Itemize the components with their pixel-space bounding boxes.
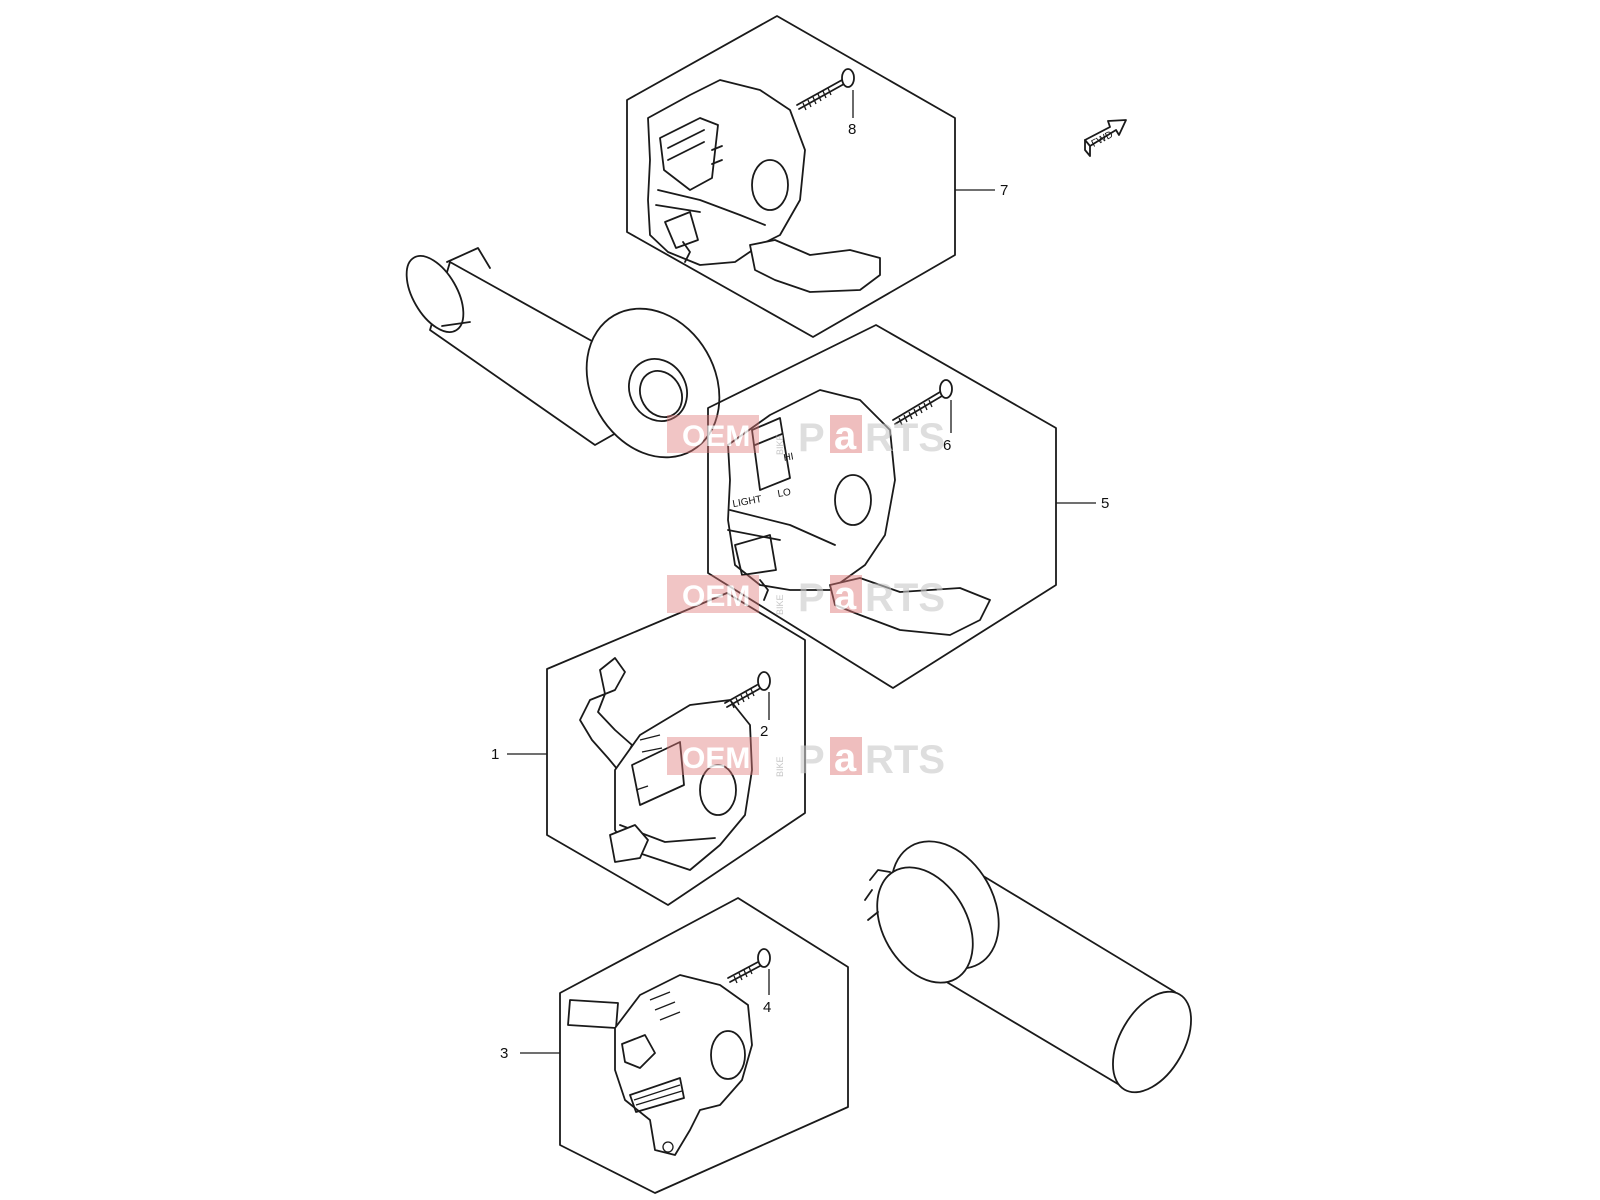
switch-text-lo: LO bbox=[777, 487, 792, 500]
svg-text:RTS: RTS bbox=[865, 576, 945, 620]
callout-8: 8 bbox=[848, 121, 856, 138]
fwd-arrow-icon: FWD bbox=[1084, 119, 1127, 157]
hexagon-7 bbox=[626, 15, 956, 338]
svg-text:P: P bbox=[798, 416, 825, 460]
screw-2[interactable] bbox=[724, 671, 771, 720]
switch-housing-5[interactable]: HI LO LIGHT bbox=[727, 389, 991, 636]
svg-text:a: a bbox=[834, 574, 857, 618]
svg-text:P: P bbox=[798, 576, 825, 620]
callout-1: 1 bbox=[491, 746, 499, 763]
switch-housing-7[interactable] bbox=[647, 79, 881, 293]
screw-8[interactable] bbox=[796, 68, 855, 118]
switch-housing-3[interactable] bbox=[567, 974, 753, 1156]
watermark-1: OEM BIKE P a RTS bbox=[667, 414, 945, 460]
svg-text:RTS: RTS bbox=[865, 738, 945, 782]
hexagon-3 bbox=[559, 897, 849, 1194]
watermark-3: OEM BIKE P a RTS bbox=[667, 736, 945, 782]
switch-housing-1[interactable] bbox=[579, 657, 753, 871]
callout-3: 3 bbox=[500, 1045, 508, 1062]
svg-text:RTS: RTS bbox=[865, 416, 945, 460]
switch-text-hi: HI bbox=[783, 451, 795, 464]
svg-text:OEM: OEM bbox=[682, 420, 750, 453]
hexagon-5 bbox=[707, 324, 1057, 689]
screw-6[interactable] bbox=[892, 379, 953, 433]
left-handlebar-grip[interactable] bbox=[395, 247, 746, 482]
svg-text:BIKE: BIKE bbox=[775, 594, 785, 615]
switch-text-light: LIGHT bbox=[732, 494, 763, 510]
svg-text:P: P bbox=[798, 738, 825, 782]
svg-text:a: a bbox=[834, 414, 857, 458]
callout-2: 2 bbox=[760, 723, 768, 740]
callout-7: 7 bbox=[1000, 182, 1008, 199]
svg-text:a: a bbox=[834, 736, 857, 780]
svg-text:BIKE: BIKE bbox=[775, 434, 785, 455]
svg-text:OEM: OEM bbox=[682, 580, 750, 613]
svg-text:OEM: OEM bbox=[682, 742, 750, 775]
hexagon-1 bbox=[546, 592, 806, 906]
watermark-2: OEM BIKE P a RTS bbox=[667, 574, 945, 620]
right-throttle-grip[interactable] bbox=[858, 822, 1208, 1106]
callout-5: 5 bbox=[1101, 495, 1109, 512]
fwd-label: FWD bbox=[1090, 129, 1115, 149]
callout-6: 6 bbox=[943, 437, 951, 454]
svg-text:BIKE: BIKE bbox=[775, 756, 785, 777]
callout-4: 4 bbox=[763, 999, 771, 1016]
screw-4[interactable] bbox=[727, 948, 771, 995]
